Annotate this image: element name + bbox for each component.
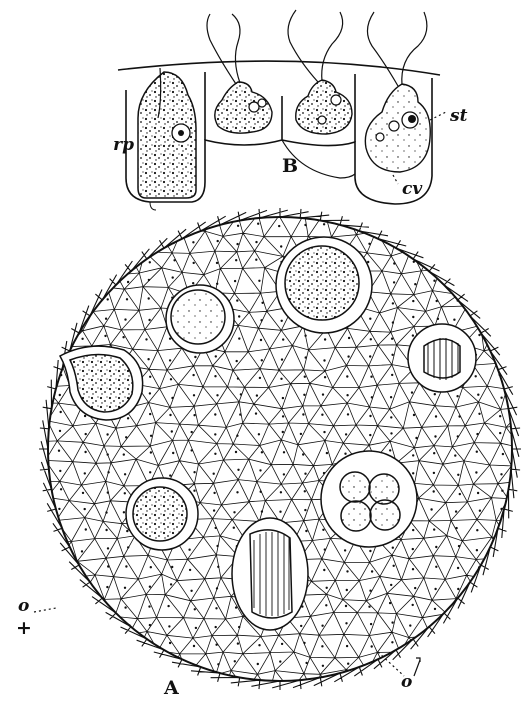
panel-b-label: B <box>282 155 298 177</box>
label-cv: cv <box>402 179 423 199</box>
label-plus: + <box>16 617 32 639</box>
four-cell-cluster <box>321 451 417 547</box>
somatic-cell-2 <box>296 80 352 134</box>
panel-a-label: A <box>163 677 179 699</box>
panel-a-colony <box>22 191 524 696</box>
label-rp: rp <box>113 135 134 155</box>
label-st: st <box>449 106 468 126</box>
label-o-left: o <box>18 596 29 616</box>
somatic-cell-1 <box>215 82 272 133</box>
o-bottom-arrow <box>414 660 420 676</box>
label-o-bottom: o <box>401 672 412 692</box>
o-left-leader <box>34 608 56 612</box>
panel-b-cross-section <box>118 10 446 210</box>
cv-leader <box>393 175 398 184</box>
